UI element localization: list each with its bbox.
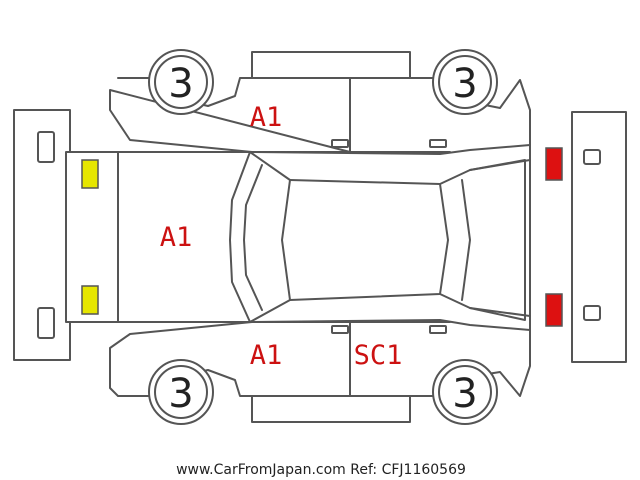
wheel-front-right: 3: [432, 49, 498, 115]
front-light-top: [81, 159, 99, 189]
damage-mark-front-left-door-bottom: A1: [250, 340, 283, 371]
wheel-rear-left-label: 3: [168, 371, 193, 417]
footer-reference: www.CarFromJapan.com Ref: CFJ1160569: [176, 462, 466, 478]
car-body-top-view: [65, 144, 531, 331]
wheel-rear-left: 3: [148, 359, 214, 425]
wheel-rear-right-label: 3: [452, 371, 477, 417]
wheel-front-left-label: 3: [168, 61, 193, 107]
wheel-front-left: 3: [148, 49, 214, 115]
rear-bumper: [571, 111, 627, 363]
rear-light-top: [545, 147, 563, 181]
front-light-bottom: [81, 285, 99, 315]
wheel-rear-right: 3: [432, 359, 498, 425]
rear-light-bottom: [545, 293, 563, 327]
wheel-front-right-label: 3: [452, 61, 477, 107]
damage-mark-rear-door-bottom: SC1: [354, 340, 403, 371]
front-bumper: [13, 109, 71, 361]
damage-mark-front-left-door-top: A1: [250, 102, 283, 133]
damage-mark-hood: A1: [160, 222, 193, 253]
